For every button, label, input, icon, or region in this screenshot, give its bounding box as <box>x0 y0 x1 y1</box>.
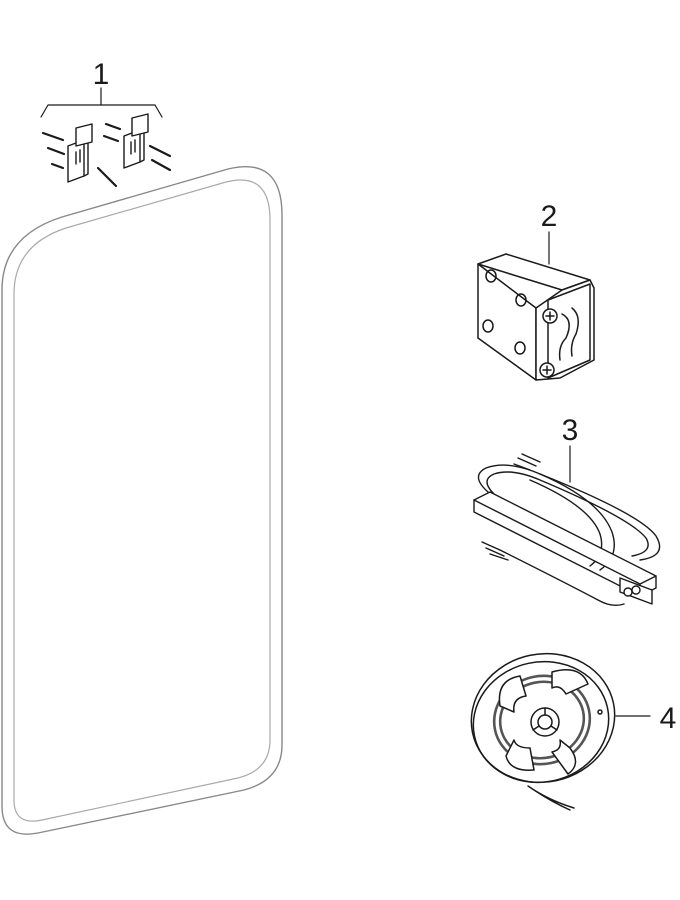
bracket-right <box>123 113 149 169</box>
led-driver: 3 <box>473 414 661 607</box>
callout-3: 3 <box>562 414 579 447</box>
callout-2: 2 <box>541 200 558 233</box>
mirror-panel <box>1 165 283 835</box>
led-strip-reel: 4 <box>470 652 677 811</box>
callout-4: 4 <box>660 702 677 735</box>
wall-bracket-set: 1 <box>40 58 172 188</box>
bracket-left <box>67 123 93 183</box>
callout-1: 1 <box>93 58 110 91</box>
mounting-block: 2 <box>477 200 595 381</box>
screw-set <box>41 122 172 188</box>
